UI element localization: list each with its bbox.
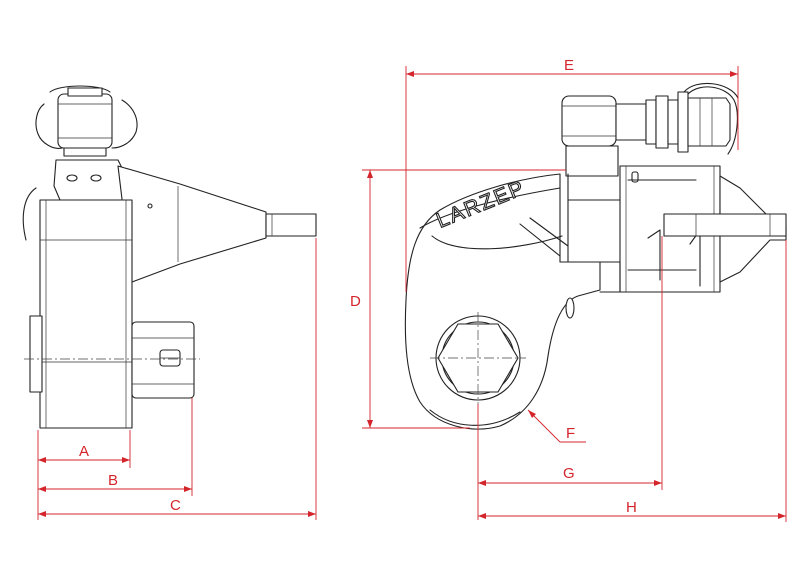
dimension-c-label: C: [170, 497, 181, 514]
dimension-g-label: G: [563, 465, 575, 482]
dimension-f: F: [527, 409, 586, 443]
dimension-h-label: H: [626, 499, 637, 516]
dimension-d: D: [350, 169, 566, 429]
side-view-square-drive: [131, 321, 195, 399]
front-view-swivel-fitting: [561, 82, 739, 155]
front-view-reaction-arm: [663, 175, 787, 283]
dimension-d-label: D: [350, 293, 361, 310]
dimension-e-label: E: [564, 57, 574, 74]
dimension-e: E: [405, 57, 739, 292]
dimension-a-label: A: [79, 443, 89, 460]
dimension-h: H: [478, 240, 787, 522]
side-view-reaction-arm: [117, 165, 317, 283]
dimension-a: A: [37, 430, 131, 468]
side-view-swivel-coupler: [35, 85, 138, 157]
dimension-f-label: F: [566, 425, 575, 442]
dimensions: A B C D: [37, 57, 787, 522]
dimension-b-label: B: [108, 472, 118, 489]
dimension-g: G: [477, 236, 663, 520]
side-view-main-body: [29, 199, 133, 429]
side-view: [22, 85, 317, 429]
dimension-b: B: [37, 398, 193, 496]
front-view-hex-socket: [430, 312, 526, 404]
dimension-c: C: [37, 238, 317, 520]
front-view: LARZEP: [404, 82, 787, 430]
